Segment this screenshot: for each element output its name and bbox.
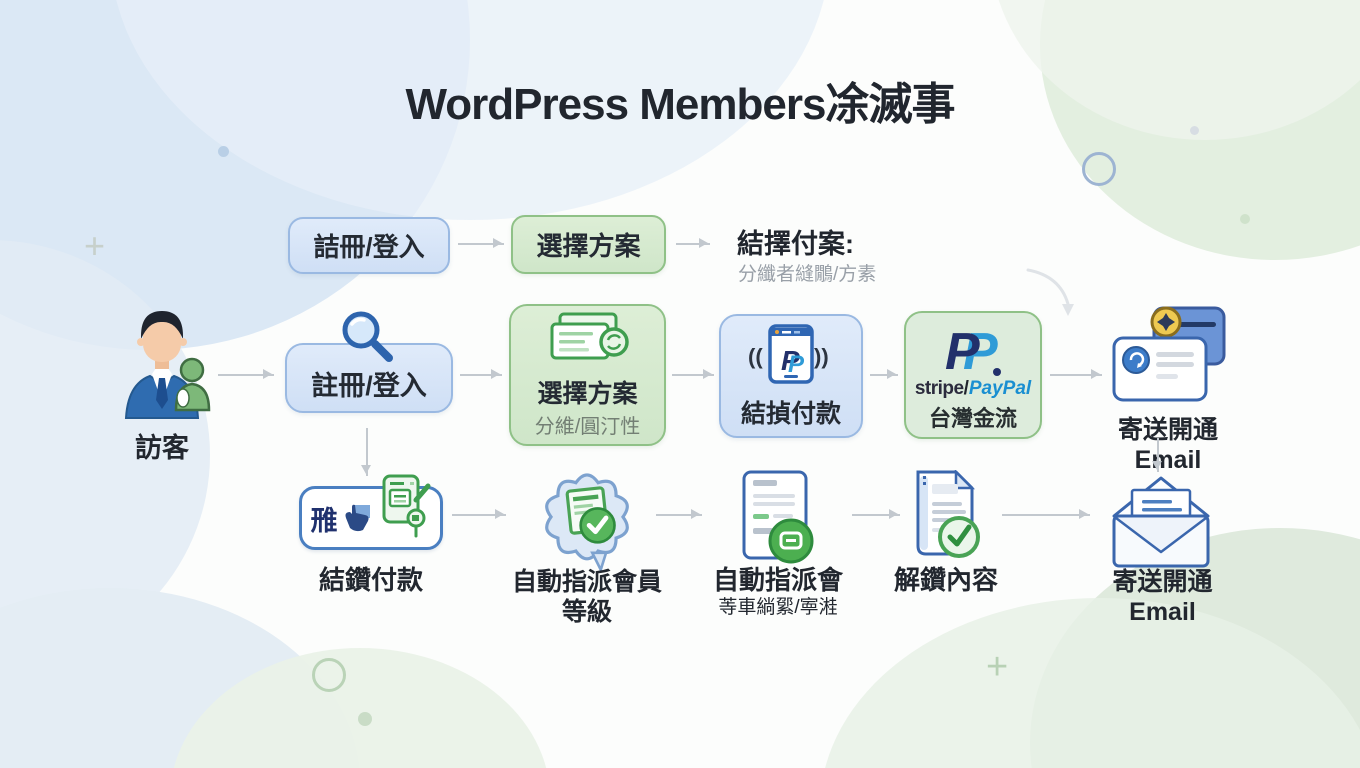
svg-text:P: P (963, 323, 998, 379)
bottom-send-email-label: 寄送開通Email (1112, 568, 1213, 626)
phone-paypal-icon: (( )) P P (748, 324, 829, 384)
bg-dot-gray (1190, 126, 1199, 135)
top-payment-subtitle: 分纖者縫鷳/方素 (738, 264, 877, 285)
envelope-icon (1112, 476, 1210, 568)
svg-text:P: P (781, 345, 800, 376)
top-choose-plan-box: 選擇方案 (511, 215, 666, 274)
main-choose-plan-label: 選擇方案 (537, 380, 638, 408)
assign-document-icon (742, 470, 814, 564)
main-checkout-label: 結揁付款 (740, 400, 841, 428)
bg-dot-green (358, 712, 372, 726)
flow-arrow (676, 238, 710, 248)
paypal-logo-icon: P P (945, 323, 1001, 379)
gateway-box: P P stripe/PayPal 台灣金流 (904, 311, 1042, 439)
member-level-badge-icon (545, 473, 629, 574)
flow-arrow (452, 509, 506, 519)
flow-arrow (1050, 369, 1102, 379)
page-title: WordPress Members凃滅事 (405, 80, 956, 129)
paypal-wordmark: PayPal (968, 378, 1032, 399)
flow-arrow (460, 369, 502, 379)
bottom-checkout-label: 結鑽付款 (318, 565, 423, 595)
unlock-content-icon (916, 470, 980, 558)
main-register-box: 註冊/登入 (285, 343, 453, 413)
unlock-label: 解鑽內容 (893, 565, 998, 595)
email-cards-icon (1112, 306, 1226, 402)
gateway-brand-line: stripe/PayPal (914, 378, 1032, 399)
top-register-box: 詰冊/登入 (288, 217, 450, 274)
bg-plus-left: + (84, 225, 106, 266)
flow-arrow (218, 369, 274, 379)
flow-arrow (458, 238, 504, 248)
magnifier-icon (342, 311, 393, 362)
main-choose-plan-subtitle: 分維/圓汀性 (534, 416, 641, 438)
svg-text:P: P (945, 323, 980, 379)
visitor-label: 訪客 (135, 433, 189, 463)
flow-arrow-down (361, 428, 371, 476)
main-choose-plan-box: 選擇方案 分維/圓汀性 (509, 304, 666, 446)
bg-ring-green (312, 658, 346, 692)
flow-arrow (852, 509, 900, 519)
pos-device-icon (382, 474, 430, 538)
bottom-checkout-box-text: 雃 (310, 505, 338, 536)
flow-arrow (656, 509, 702, 519)
flow-arrow (870, 369, 898, 379)
stripe-wordmark: stripe (914, 378, 964, 399)
top-payment-title: 結擇付案: (737, 229, 854, 259)
main-register-label: 註冊/登入 (311, 370, 427, 401)
bg-plus-green: + (986, 646, 1009, 688)
hand-cursor-icon (345, 504, 370, 532)
bg-dot-blue (218, 146, 229, 157)
main-send-email-label: 寄送開通Email (1117, 416, 1218, 474)
plan-cards-icon (550, 312, 629, 360)
svg-text:)): )) (814, 344, 829, 369)
svg-text:((: (( (748, 344, 763, 369)
visitor-person-icon (124, 311, 211, 419)
assign-level-label-line1: 自動指派會員 (511, 568, 662, 596)
assign-level-label-line2: 等級 (561, 598, 612, 626)
svg-text:P: P (788, 351, 805, 378)
flow-arrow-down (1152, 438, 1162, 472)
assign-short-label: 自動指派會 (712, 565, 843, 595)
bg-dot-green-small (1240, 214, 1250, 224)
flow-arrow (672, 369, 714, 379)
main-checkout-box: (( )) P P 結揁付款 (719, 314, 863, 438)
top-register-label: 詰冊/登入 (313, 232, 425, 262)
top-choose-plan-label: 選擇方案 (536, 231, 641, 261)
assign-short-subtitle: 䓁車緔綤/寕溎 (718, 597, 838, 618)
bg-ring-blue (1082, 152, 1116, 186)
curved-arrow-icon (1026, 268, 1074, 316)
gateway-caption: 台灣金流 (928, 405, 1017, 431)
bottom-checkout-box: 雃 (299, 474, 443, 550)
flow-arrow (1002, 509, 1090, 519)
